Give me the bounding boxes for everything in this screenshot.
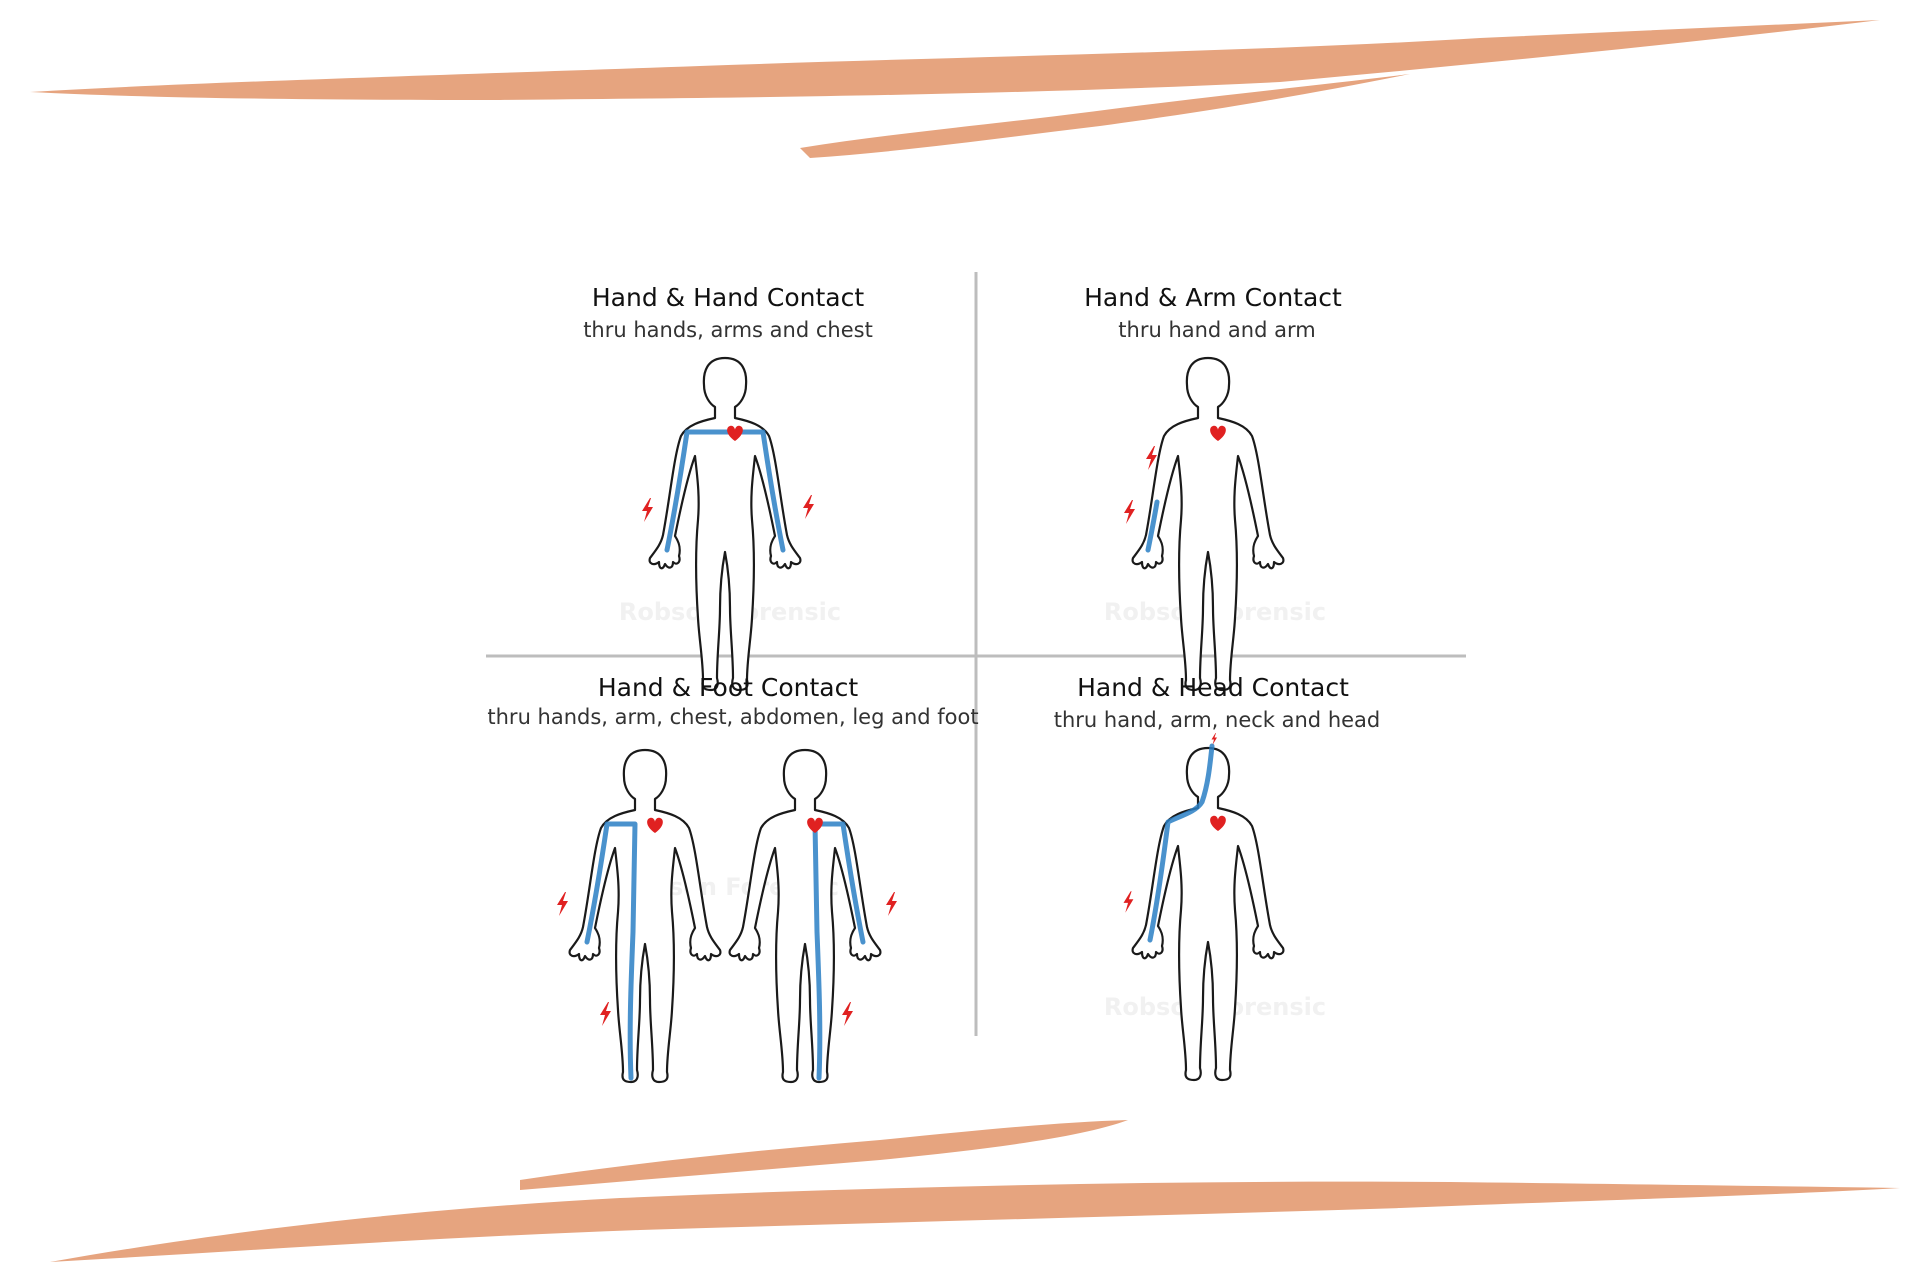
current-path <box>1145 499 1160 553</box>
body-figure <box>1123 733 1285 1082</box>
brush-stroke-bottom-short <box>520 1120 1128 1190</box>
panel-title: Hand & Arm Contact <box>1084 283 1342 312</box>
current-path <box>664 429 786 553</box>
panel-hand-arm: Hand & Arm Contact thru hand and arm Rob… <box>1084 283 1342 692</box>
panel-hand-head: Hand & Head Contact thru hand, arm, neck… <box>1054 673 1381 1082</box>
brush-stroke-top-short <box>800 74 1410 158</box>
panel-subtitle: thru hand and arm <box>1118 318 1315 342</box>
panel-title: Hand & Foot Contact <box>598 673 859 702</box>
panel-title: Hand & Hand Contact <box>592 283 864 312</box>
panel-hand-foot: Hand & Foot Contact thru hands, arm, che… <box>487 673 979 1084</box>
current-path <box>812 821 866 1081</box>
current-path <box>584 821 638 1081</box>
brush-stroke-top-long <box>30 20 1880 100</box>
body-figure-right <box>728 748 897 1084</box>
panel-subtitle: thru hands, arm, chest, abdomen, leg and… <box>487 705 978 729</box>
body-figure-left <box>557 748 722 1084</box>
panel-subtitle: thru hands, arms and chest <box>583 318 873 342</box>
body-figure <box>1124 356 1285 692</box>
panel-hand-hand: Hand & Hand Contact thru hands, arms and… <box>583 283 873 692</box>
current-path <box>1147 743 1215 943</box>
body-figure <box>642 356 814 692</box>
panel-subtitle: thru hand, arm, neck and head <box>1054 708 1381 732</box>
electrical-contact-diagram: Hand & Hand Contact thru hands, arms and… <box>470 265 1470 1084</box>
panel-title: Hand & Head Contact <box>1077 673 1349 702</box>
brush-stroke-bottom-long <box>50 1181 1900 1262</box>
